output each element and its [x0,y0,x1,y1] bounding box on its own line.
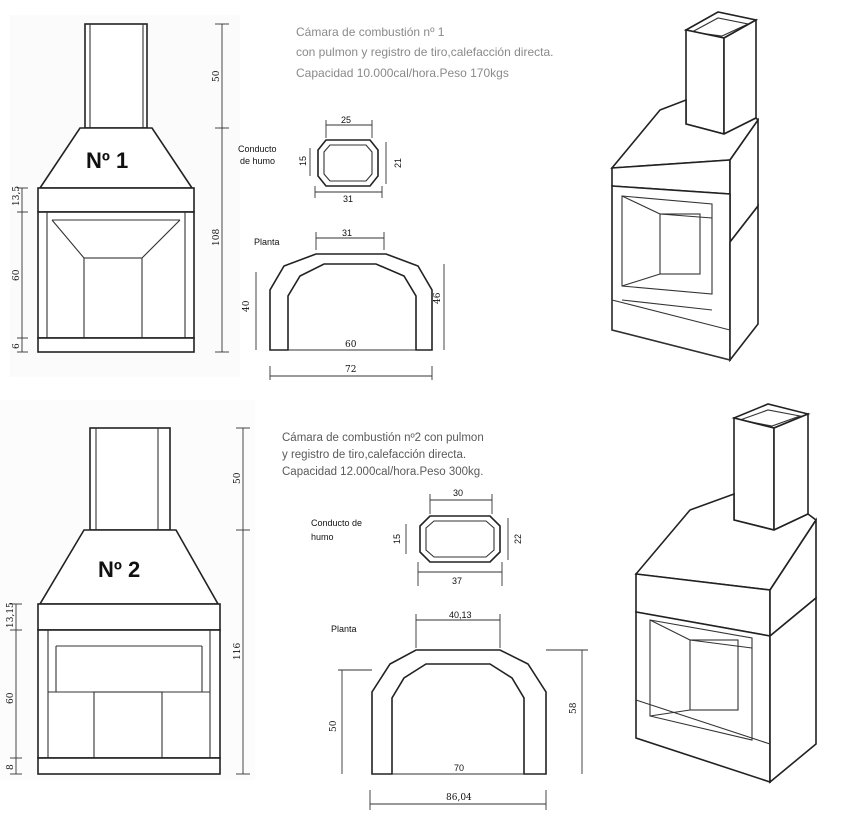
unit1-flue-label-1: Conducto [238,144,277,154]
unit1-plan-left: 40 [242,300,252,312]
unit1-plan-view [255,232,445,380]
unit2-opening-height: 60 [6,692,16,704]
unit1-flue-label-2: de humo [240,156,275,166]
unit1-label: Nº 1 [86,148,128,173]
unit2-flue-side: 15 [392,534,402,544]
unit1-plan-label: Planta [254,237,280,247]
unit1-flue-top: 25 [341,115,351,125]
unit2-total-height: 116 [233,643,243,660]
unit1-header-line1: Cámara de combustión nº 1 [296,25,445,39]
unit2-flue-label-2: humo [311,532,334,542]
unit2-vertical-dimensions [10,427,250,775]
unit2-chimney-height: 50 [233,472,243,484]
unit1-flue-right: 21 [393,158,403,168]
unit2-flue-top: 30 [453,488,463,498]
unit2-flue-right: 22 [513,534,523,544]
unit1-flue-bottom: 31 [343,194,353,204]
unit2-plan-top: 40,13 [449,610,472,620]
unit1-total-height: 108 [212,229,222,246]
unit1-flue-side: 15 [298,156,308,166]
unit2-header-line3: Capacidad 12.000cal/hora.Peso 300kg. [282,466,483,478]
unit1-plan-inner: 60 [345,340,357,350]
unit2-header-line2: y registro de tiro,calefacción directa. [282,449,466,461]
unit2-plan-outer: 86,04 [446,793,472,803]
unit2-label: Nº 2 [98,557,140,582]
unit1-vertical-dimensions [17,23,229,353]
unit2-front-elevation [37,427,221,775]
unit1-chimney-height: 50 [212,70,222,82]
unit2-hood-height: 13,15 [6,602,16,628]
unit1-flue-section [309,120,387,198]
unit1-opening-height: 60 [12,269,22,281]
unit2-flue-label-1: Conducto de [311,518,362,528]
unit1-isometric-view [610,11,760,363]
unit2-header-line1: Cámara de combustión nº2 con pulmon [282,432,484,444]
unit1-front-elevation [37,23,195,353]
unit2-isometric-view [634,403,818,784]
unit2-base-height: 8 [6,764,16,770]
unit2-flue-bottom: 37 [452,576,462,586]
unit1-plan-top: 31 [342,228,352,238]
unit2-plan-view [338,614,588,810]
unit2-plan-right: 58 [569,702,579,714]
unit1-plan-right: 46 [433,292,443,304]
unit2-plan-inner: 70 [454,763,464,773]
unit1-plan-outer: 72 [345,365,356,375]
unit1-base-height: 6 [12,343,22,349]
unit1-header-line2: con pulmon y registro de tiro,calefacció… [296,45,553,59]
unit2-plan-label: Planta [331,624,357,634]
unit2-plan-left: 50 [329,720,339,732]
unit1-hood-height: 13,5 [12,186,22,206]
unit2-flue-section [405,494,509,586]
unit1-header-line3: Capacidad 10.000cal/hora.Peso 170kgs [296,66,509,80]
